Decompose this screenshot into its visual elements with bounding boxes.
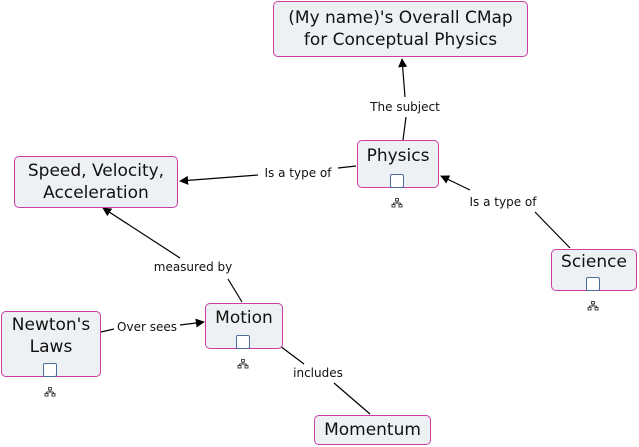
concept-title[interactable]: (My name)'s Overall CMap for Conceptual … <box>273 1 528 57</box>
concept-motion-label: Motion <box>215 308 273 328</box>
concept-physics[interactable]: Physics <box>357 140 439 208</box>
link-physics-title-upper <box>398 58 408 98</box>
submap-link-icon[interactable] <box>390 174 404 208</box>
link-science-physics-lower <box>534 211 571 249</box>
link-newton-motion-right <box>179 318 205 328</box>
link-label-measured-by[interactable]: measured by <box>151 260 235 274</box>
concept-title-label: (My name)'s Overall CMap for Conceptual … <box>288 8 513 50</box>
concept-science-label: Science <box>561 252 627 272</box>
link-motion-speed-upper <box>102 207 181 259</box>
concept-physics-label: Physics <box>366 146 430 166</box>
concept-newtons-laws[interactable]: Newton's Laws <box>1 311 101 397</box>
link-science-physics-upper <box>440 175 471 191</box>
concept-motion[interactable]: Motion <box>205 303 283 369</box>
link-label-is-a-type-of-science-physics[interactable]: Is a type of <box>467 195 539 209</box>
submap-link-icon[interactable] <box>586 277 600 311</box>
link-physics-title-lower <box>402 116 407 141</box>
concept-speed-label: Speed, Velocity, Acceleration <box>27 161 165 203</box>
link-motion-speed-lower <box>227 278 243 303</box>
link-label-is-a-type-of-physics-speed[interactable]: Is a type of <box>262 166 334 180</box>
concept-science[interactable]: Science <box>551 249 637 311</box>
submap-link-icon[interactable] <box>236 335 250 369</box>
concept-speed-velocity-acceleration[interactable]: Speed, Velocity, Acceleration <box>14 156 178 208</box>
link-label-the-subject[interactable]: The subject <box>368 100 442 114</box>
link-label-includes[interactable]: includes <box>291 366 345 380</box>
link-motion-momentum-lower <box>333 382 371 415</box>
link-physics-speed-left <box>179 174 259 185</box>
concept-newton-label: Newton's Laws <box>11 315 91 357</box>
link-label-over-sees[interactable]: Over sees <box>115 320 179 334</box>
submap-link-icon[interactable] <box>43 363 57 397</box>
link-physics-speed-right <box>337 165 357 169</box>
concept-momentum-label: Momentum <box>324 420 421 440</box>
link-newton-motion-left <box>100 328 115 333</box>
concept-momentum[interactable]: Momentum <box>314 415 431 445</box>
